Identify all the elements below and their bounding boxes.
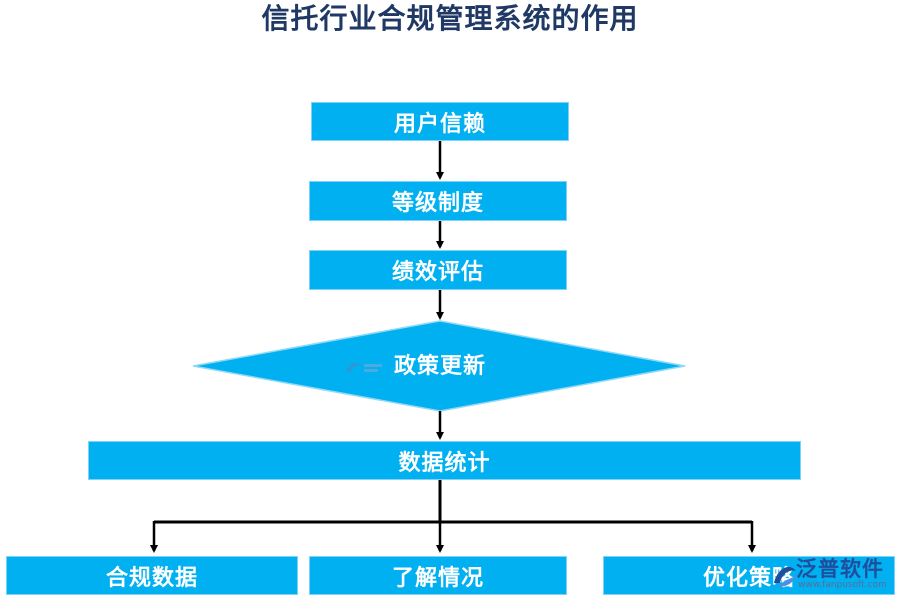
node-performance-eval: 绩效评估 xyxy=(309,250,567,290)
watermark-faint-logo-icon xyxy=(346,362,382,372)
node-understand-status: 了解情况 xyxy=(309,556,567,595)
node-user-trust: 用户信赖 xyxy=(311,102,569,141)
brand-name: 泛普软件 xyxy=(796,557,884,581)
node-grade-system: 等级制度 xyxy=(309,181,567,221)
node-compliance-data: 合规数据 xyxy=(6,556,298,595)
node-data-stats: 数据统计 xyxy=(88,441,801,480)
node-policy-update: 政策更新 xyxy=(393,353,486,379)
brand-url: www.fanpusoft.com xyxy=(798,580,887,590)
brand-logo-icon xyxy=(774,567,796,587)
diagram-title: 信托行业合规管理系统的作用 xyxy=(261,2,639,35)
node-optimize-strategy: 优化策略 xyxy=(603,556,895,595)
